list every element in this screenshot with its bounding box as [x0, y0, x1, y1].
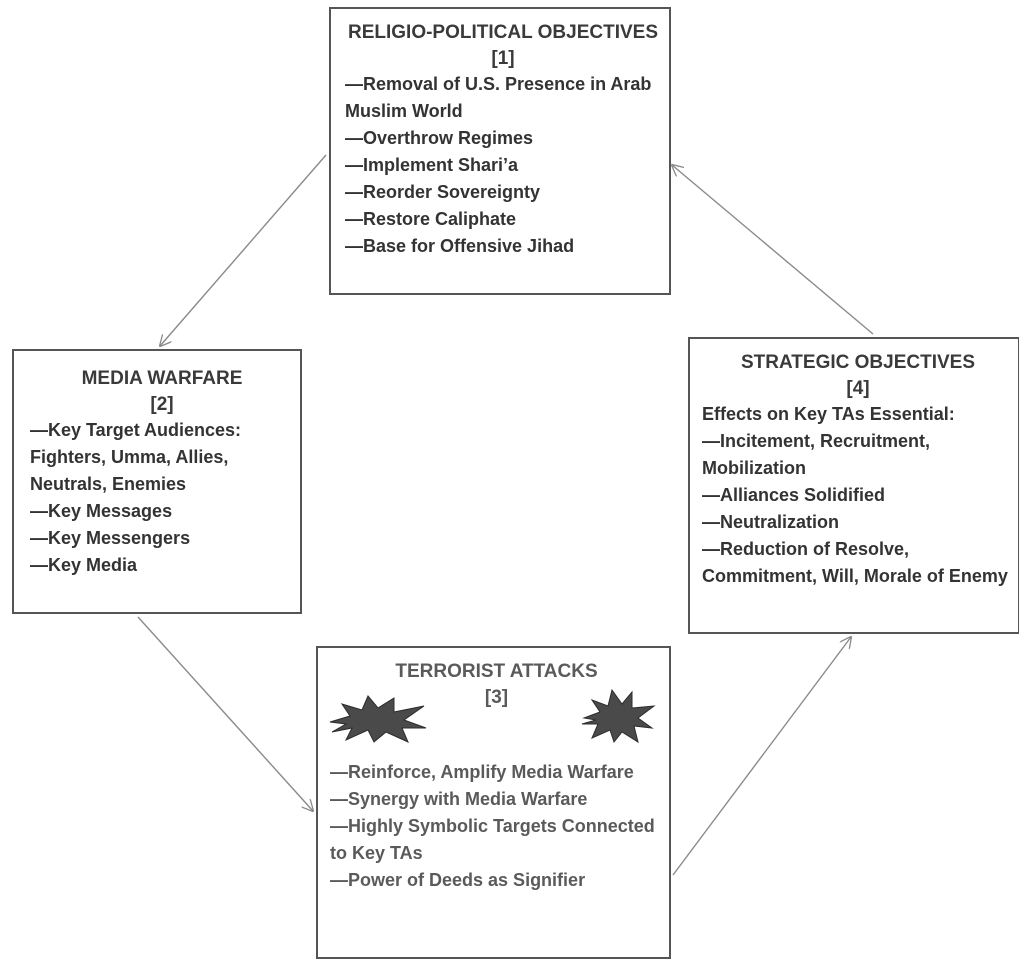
- node-intro: Effects on Key TAs Essential:: [702, 404, 955, 424]
- node-number: [1]: [491, 48, 515, 69]
- arrow-2-to-3: [137, 616, 313, 811]
- node-item-list: —Removal of U.S. Presence in Arab Muslim…: [345, 71, 661, 260]
- list-item: —Power of Deeds as Signifier: [330, 870, 586, 890]
- list-item: —Synergy with Media Warfare: [330, 789, 588, 809]
- arrow-4-to-1: [672, 165, 874, 335]
- node-item-list: —Incitement, Recruitment, Mobilization —…: [702, 428, 1014, 590]
- list-item: —Incitement, Recruitment, Mobilization: [702, 431, 931, 478]
- node-title: RELIGIO-POLITICAL OBJECTIVES: [347, 22, 658, 43]
- node-item-list: —Reinforce, Amplify Media Warfare —Syner…: [330, 759, 663, 894]
- node-title: TERRORIST ATTACKS: [395, 661, 598, 682]
- node-number: [2]: [150, 394, 174, 415]
- list-item: —Reduction of Resolve, Commitment, Will,…: [702, 539, 1008, 586]
- node-strategic-objectives: STRATEGIC OBJECTIVES [4] Effects on Key …: [688, 337, 1019, 634]
- explosion-icon: [581, 688, 656, 744]
- list-item: —Key Media: [30, 555, 138, 575]
- list-item: —Neutralization: [702, 512, 840, 532]
- node-item-list: —Key Target Audiences: Fighters, Umma, A…: [30, 417, 294, 579]
- list-item: —Key Messengers: [30, 528, 191, 548]
- list-item: —Base for Offensive Jihad: [345, 236, 575, 256]
- node-terrorist-attacks: TERRORIST ATTACKS [3] —Reinforce, Amplif…: [316, 646, 671, 959]
- arrow-3-to-4: [672, 637, 851, 876]
- list-item: —Reinforce, Amplify Media Warfare: [330, 762, 634, 782]
- list-item: —Highly Symbolic Targets Connected to Ke…: [330, 816, 655, 863]
- list-item: —Implement Shari’a: [345, 155, 519, 175]
- list-item: —Key Target Audiences: Fighters, Umma, A…: [30, 420, 242, 494]
- node-title: MEDIA WARFARE: [81, 368, 243, 389]
- list-item: —Overthrow Regimes: [345, 128, 534, 148]
- arrow-1-to-2: [160, 154, 327, 346]
- node-title: STRATEGIC OBJECTIVES: [740, 352, 975, 373]
- node-religio-political-objectives: RELIGIO-POLITICAL OBJECTIVES [1] —Remova…: [329, 7, 671, 295]
- list-item: —Removal of U.S. Presence in Arab Muslim…: [345, 74, 652, 121]
- list-item: —Reorder Sovereignty: [345, 182, 541, 202]
- node-media-warfare: MEDIA WARFARE [2] —Key Target Audiences:…: [12, 349, 302, 614]
- node-number: [3]: [484, 687, 509, 708]
- list-item: —Restore Caliphate: [345, 209, 517, 229]
- list-item: —Key Messages: [30, 501, 173, 521]
- node-number: [4]: [846, 378, 870, 399]
- explosion-icon: [329, 695, 427, 743]
- list-item: —Alliances Solidified: [702, 485, 886, 505]
